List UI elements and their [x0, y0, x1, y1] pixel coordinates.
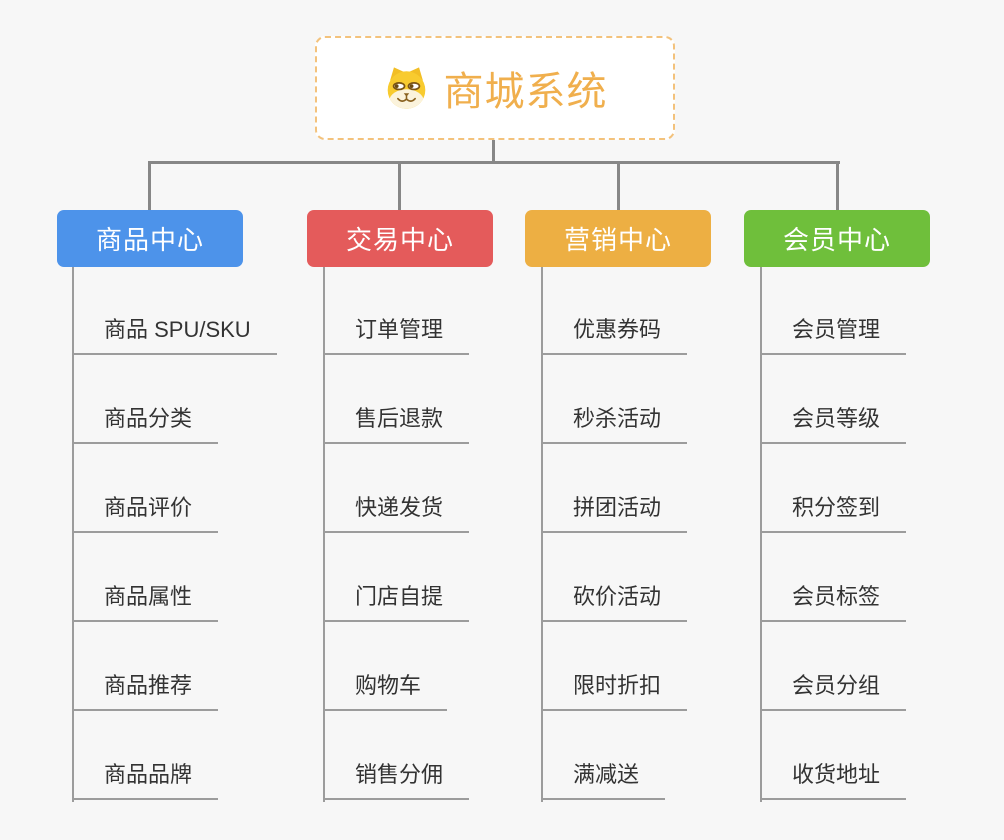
branch-header-product-center[interactable]: 商品中心 [57, 210, 243, 267]
connector-bus [148, 161, 840, 164]
leaf-node[interactable]: 商品推荐 [72, 672, 219, 711]
root-title: 商城系统 [443, 70, 608, 114]
branch-label: 营销中心 [563, 225, 672, 255]
leaf-node[interactable]: 积分签到 [760, 494, 907, 533]
leaf-node[interactable]: 商品评价 [72, 494, 219, 533]
leaf-node[interactable]: 会员管理 [760, 316, 907, 355]
leaf-node[interactable]: 会员分组 [760, 672, 907, 711]
branch-label: 商品中心 [95, 225, 204, 255]
branch-header-marketing-center[interactable]: 营销中心 [525, 210, 711, 267]
leaf-node[interactable]: 砍价活动 [541, 583, 688, 622]
root-node[interactable]: 商城系统 [315, 36, 675, 140]
leaf-node[interactable]: 会员等级 [760, 405, 907, 444]
leaf-node[interactable]: 优惠券码 [541, 316, 688, 355]
branch-header-member-center[interactable]: 会员中心 [744, 210, 930, 267]
branch-trunk-line [760, 267, 762, 802]
connector-drop-4 [836, 161, 839, 210]
connector-drop-1 [148, 161, 151, 210]
connector-root-stem [492, 140, 495, 163]
leaf-node[interactable]: 售后退款 [323, 405, 470, 444]
branch-label: 会员中心 [782, 225, 891, 255]
leaf-node[interactable]: 快递发货 [323, 494, 470, 533]
branch-label: 交易中心 [345, 225, 454, 255]
branch-trunk-line [541, 267, 543, 802]
leaf-node[interactable]: 门店自提 [323, 583, 470, 622]
leaf-node[interactable]: 秒杀活动 [541, 405, 688, 444]
connector-drop-2 [398, 161, 401, 210]
leaf-node[interactable]: 拼团活动 [541, 494, 688, 533]
leaf-node[interactable]: 销售分佣 [323, 761, 470, 800]
branch-header-trade-center[interactable]: 交易中心 [307, 210, 493, 267]
connector-drop-3 [617, 161, 620, 210]
leaf-node[interactable]: 收货地址 [760, 761, 907, 800]
leaf-node[interactable]: 订单管理 [323, 316, 470, 355]
leaf-node[interactable]: 限时折扣 [541, 672, 688, 711]
leaf-node[interactable]: 商品分类 [72, 405, 219, 444]
leaf-node[interactable]: 满减送 [541, 761, 666, 800]
branch-trunk-line [72, 267, 74, 802]
leaf-node[interactable]: 购物车 [323, 672, 448, 711]
branch-trunk-line [323, 267, 325, 802]
dog-face-icon [387, 66, 425, 109]
leaf-node[interactable]: 商品属性 [72, 583, 219, 622]
leaf-node[interactable]: 商品品牌 [72, 761, 219, 800]
leaf-node[interactable]: 商品 SPU/SKU [72, 316, 277, 355]
leaf-node[interactable]: 会员标签 [760, 583, 907, 622]
